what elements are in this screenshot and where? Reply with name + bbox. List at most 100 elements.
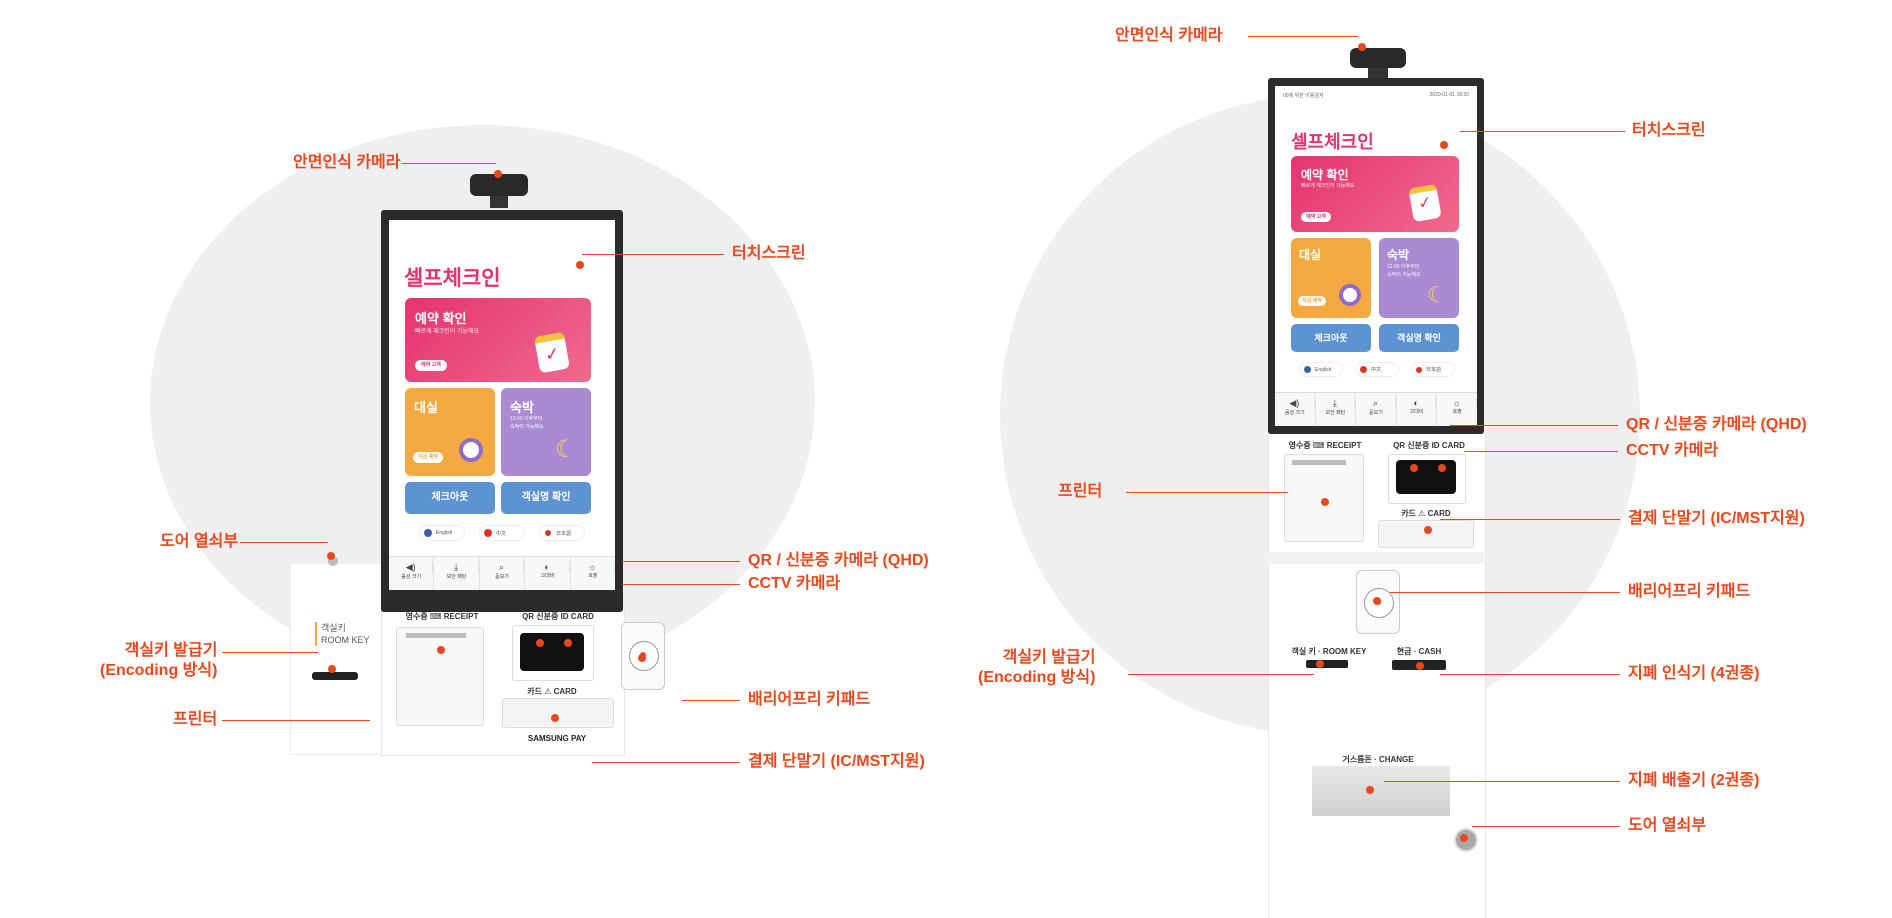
reservation-sub-right: 빠르게 체크인이 가능해요 (1301, 183, 1355, 189)
screen-title: 셀프체크인 (404, 267, 501, 290)
dot-face-camera-left (494, 170, 502, 178)
sukbak-sub1: 12:00 이후부터 (510, 416, 543, 422)
dot-touchscreen-left (576, 261, 584, 269)
volume-button-right[interactable]: ◀)음성 크기 (1275, 393, 1316, 426)
dot-qr-camera-left (536, 639, 544, 647)
callout-touchscreen-right: 터치스크린 (1632, 122, 1706, 139)
change-label: 거스름돈 · CHANGE (1342, 755, 1414, 764)
room-confirm-button-right[interactable]: 객실명 확인 (1379, 324, 1459, 352)
daysil-tag[interactable]: 지금 예약 (413, 452, 443, 463)
sukbak-tile[interactable]: 숙박 12:00 이후부터 숙박이 가능해요 ☾ (501, 388, 591, 476)
lang-english-label: English (436, 530, 453, 536)
high-contrast-button-right[interactable]: ◐고대비 (1397, 393, 1438, 426)
leader-door-lock-left (240, 542, 328, 543)
dot-bill-acceptor (1416, 662, 1424, 670)
reservation-tag-right[interactable]: 예약 고객 (1301, 212, 1331, 222)
callout-qr-camera-right: QR / 신분증 카메라 (QHD) (1626, 416, 1807, 433)
call-button[interactable]: ☼호출 (571, 557, 615, 590)
security-pattern-button[interactable]: ⤓보안 패턴 (434, 557, 480, 590)
qr-label-right: QR 신분증 ID CARD (1393, 441, 1465, 450)
high-contrast-button[interactable]: ◐고대비 (525, 557, 571, 590)
call-label-right: 호출 (1452, 409, 1462, 415)
leader-touchscreen-right (1460, 131, 1625, 132)
leader-printer-right (1126, 492, 1288, 493)
magnifier-button[interactable]: ⌕돋보기 (480, 557, 526, 590)
volume-label-right: 음성 크기 (1284, 410, 1305, 416)
room-key-side-label: 객실키 ROOM KEY (315, 622, 370, 646)
bell-icon: ☼ (571, 562, 615, 572)
lang-english[interactable]: English (419, 525, 465, 541)
dot-cctv-left (564, 639, 572, 647)
left-touchscreen[interactable]: 셀프체크인 예약 확인 빠르게 체크인이 가능해요 예약 고객 ✓ 대실 지금 … (389, 220, 615, 590)
checkout-button[interactable]: 체크아웃 (405, 482, 495, 514)
room-key-slot-tower (1306, 660, 1348, 668)
security-label-right: 보안 패턴 (1325, 410, 1346, 416)
receipt-label-right: 영수증 ⌨ RECEIPT (1288, 441, 1362, 450)
dot-qr-camera-right (1410, 464, 1418, 472)
dot-room-key-left (328, 665, 336, 673)
qr-scanner-window-left (520, 633, 584, 671)
volume-icon: ◀) (389, 562, 434, 573)
volume-button[interactable]: ◀)음성 크기 (389, 557, 435, 590)
dot-bill-dispenser (1366, 786, 1374, 794)
dot-printer-left (437, 646, 445, 654)
callout-room-key-right-line1: 객실키 발급기 (1002, 649, 1096, 666)
contrast-icon-right: ◐ (1397, 398, 1437, 408)
lang-english-right[interactable]: English (1299, 362, 1343, 377)
contrast-icon: ◐ (525, 562, 570, 572)
leader-face-camera-right (1248, 36, 1358, 37)
callout-qr-camera-left: QR / 신분증 카메라 (QHD) (748, 552, 929, 569)
sukbak-title-right: 숙박 (1387, 248, 1410, 262)
magnifier-label-right: 돋보기 (1369, 410, 1383, 416)
room-key-side-slot (312, 672, 358, 680)
callout-face-camera-left: 안면인식 카메라 (293, 154, 401, 171)
leader-keypad-right (1390, 592, 1620, 593)
reservation-tile[interactable]: 예약 확인 빠르게 체크인이 가능해요 예약 고객 ✓ (405, 298, 591, 382)
clock-icon-right (1339, 284, 1361, 306)
leader-printer-left (222, 720, 370, 721)
callout-keypad-left: 배리어프리 키패드 (748, 691, 871, 708)
face-camera-right (1350, 48, 1406, 68)
receipt-slot-right (1292, 460, 1346, 465)
magnifier-button-right[interactable]: ⌕돋보기 (1356, 393, 1397, 426)
checkout-button-right[interactable]: 체크아웃 (1291, 324, 1371, 352)
leader-room-key-right (1128, 674, 1314, 675)
callout-keypad-right: 배리어프리 키패드 (1628, 583, 1751, 600)
daysil-tile-right[interactable]: 대실 지금 예약 (1291, 238, 1371, 318)
clock-icon (459, 438, 483, 462)
security-pattern-button-right[interactable]: ⤓보안 패턴 (1316, 393, 1357, 426)
callout-room-key-right-line2: (Encoding 방식) (978, 669, 1096, 686)
screen-title-right: 셀프체크인 (1291, 132, 1374, 152)
right-touchscreen[interactable]: 00에 위한 이용금지 2020-01-01 18:30 셀프체크인 예약 확인… (1275, 86, 1477, 426)
lang-chinese-right[interactable]: 中文 (1355, 362, 1399, 377)
leader-door-lock-right (1472, 826, 1620, 827)
moon-icon-right: ☾ (1427, 282, 1447, 307)
room-key-side-unit (290, 563, 384, 755)
qr-label-left: QR 신분증 ID CARD (522, 612, 594, 621)
reservation-sub: 빠르게 체크인이 가능해요 (415, 329, 480, 335)
daysil-tag-right[interactable]: 지금 예약 (1298, 296, 1326, 306)
callout-payment-right: 결제 단말기 (IC/MST지원) (1628, 510, 1805, 527)
qr-scanner-window-right (1396, 460, 1456, 494)
callout-payment-left: 결제 단말기 (IC/MST지원) (748, 753, 925, 770)
lang-japanese[interactable]: 日本語 (539, 525, 585, 541)
reservation-tag[interactable]: 예약 고객 (415, 360, 447, 371)
jp-flag-icon-right (1416, 366, 1422, 373)
leader-touchscreen-left (582, 254, 724, 255)
room-confirm-button[interactable]: 객실명 확인 (501, 482, 591, 514)
callout-bill-dispenser: 지폐 배출기 (2권종) (1628, 772, 1760, 789)
callout-touchscreen-left: 터치스크린 (732, 245, 806, 262)
receipt-slot-left (406, 633, 466, 638)
call-button-right[interactable]: ☼호출 (1437, 393, 1477, 426)
volume-icon-right: ◀) (1275, 398, 1315, 409)
sukbak-tile-right[interactable]: 숙박 12:00 이후부터 숙박이 가능해요 ☾ (1379, 238, 1459, 318)
card-label-left: 카드 ⚠ CARD (527, 687, 577, 696)
lang-japanese-right[interactable]: 日本語 (1411, 362, 1455, 377)
us-flag-icon (424, 529, 432, 537)
daysil-tile[interactable]: 대실 지금 예약 (405, 388, 495, 476)
leader-cctv-right (1464, 451, 1618, 452)
dot-room-key-right (1316, 660, 1324, 668)
download-icon: ⤓ (434, 562, 479, 573)
lang-chinese[interactable]: 中文 (479, 525, 525, 541)
reservation-tile-right[interactable]: 예약 확인 빠르게 체크인이 가능해요 예약 고객 ✓ (1291, 156, 1459, 232)
